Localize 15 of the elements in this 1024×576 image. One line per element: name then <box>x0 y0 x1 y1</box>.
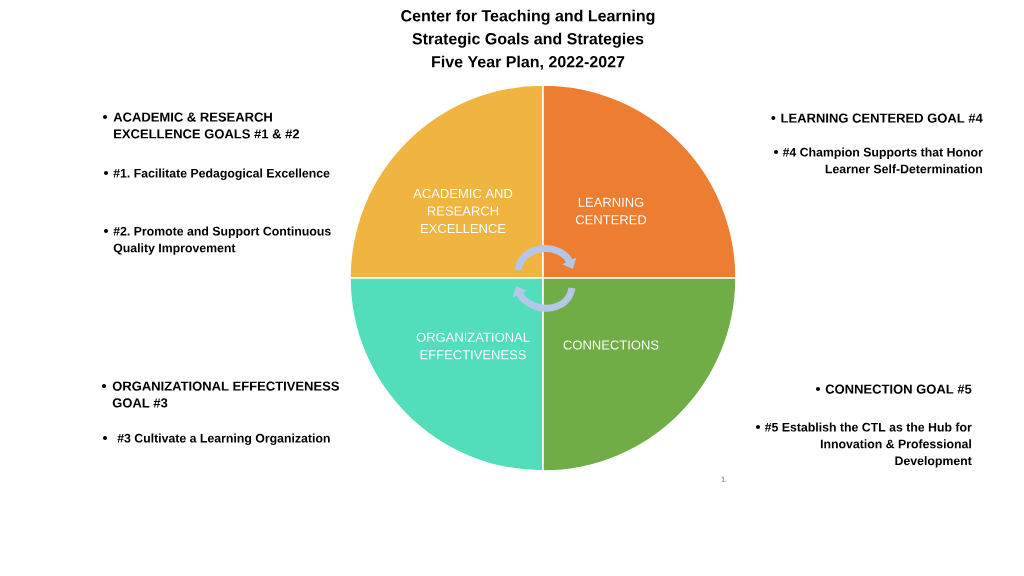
goal-text: #2. Promote and Support Continuous Quality Improvement <box>113 226 331 255</box>
cycle-arrow <box>512 286 576 312</box>
goal-text: #1. Facilitate Pedagogical Excellence <box>113 168 330 180</box>
goal-heading: CONNECTION GOAL #5 <box>825 384 972 394</box>
goal-text: #5 Establish the CTL as the Hub for Innovation & Professional Development <box>764 422 972 468</box>
goal-text: #4 Champion Supports that Honor Learner Self-Determination <box>782 147 983 174</box>
quadrant-segment: LEARNING CENTERED <box>542 84 737 279</box>
title: Center for Teaching and Learning Strategic Goals and Strategies Five Year Plan, 2022-2027 <box>401 9 655 70</box>
goal-heading: ACADEMIC & RESEARCH EXCELLENCE GOALS #1 & #2 <box>113 112 300 139</box>
goal-heading: LEARNING CENTERED GOAL #4 <box>781 113 983 123</box>
goal-text: #3 Cultivate a Learning Organization <box>117 433 330 445</box>
quadrant-segment: ACADEMIC AND RESEARCH EXCELLENCE <box>349 84 544 279</box>
quadrant-segment: ORGANIZATIONAL EFFECTIVENESS <box>349 277 544 472</box>
quadrant-segment: CONNECTIONS <box>542 277 737 472</box>
goal-heading: ORGANIZATIONAL EFFECTIVENESS GOAL #3 <box>112 381 339 408</box>
